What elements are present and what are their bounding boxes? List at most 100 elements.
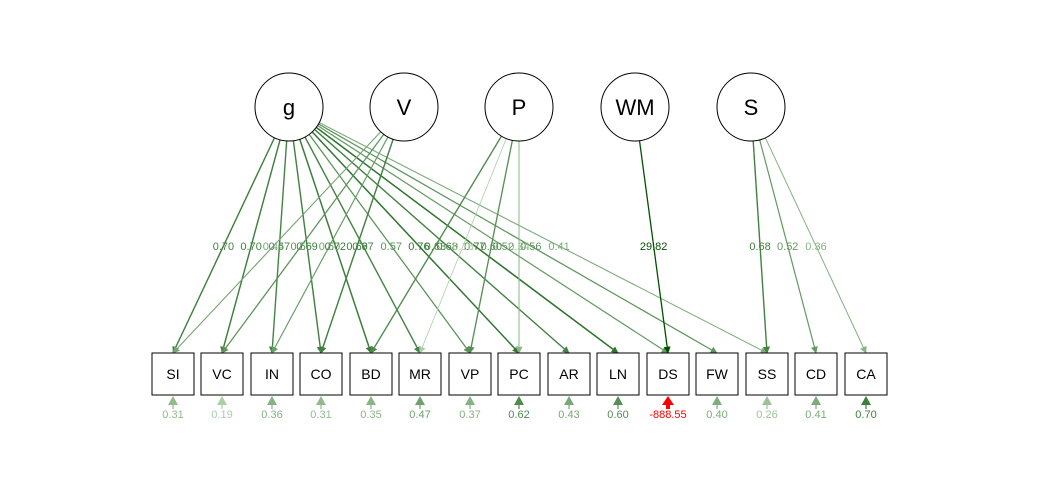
residual-arrowhead-CA [861, 396, 871, 405]
manifest-label-VP: VP [461, 366, 480, 382]
residual-value-FW: 0.40 [706, 409, 727, 421]
residual-arrowhead-SS [762, 396, 772, 405]
latent-label-g: g [283, 95, 295, 120]
loading-value-V-IN: 0.50 [319, 241, 340, 253]
manifest-node-FW: FW [695, 352, 739, 396]
loading-value-g-SI: 0.70 [213, 241, 234, 253]
loading-edge-g-SI [172, 137, 276, 354]
manifest-label-AR: AR [559, 366, 578, 382]
loading-edge-P-BD [370, 135, 503, 354]
loading-value-V-CO: 0.69 [346, 241, 367, 253]
manifest-label-DS: DS [658, 366, 677, 382]
manifest-node-CO: CO [299, 352, 343, 396]
manifest-label-SS: SS [758, 366, 777, 382]
manifest-label-CD: CD [806, 366, 826, 382]
residual-DS: -888.55 [649, 396, 687, 421]
loading-edge-V-CO [319, 138, 394, 354]
latent-node-S: S [716, 72, 786, 142]
loading-edge-V-IN [271, 136, 389, 354]
loading-value-WM-DS: 29.82 [640, 241, 668, 253]
residual-value-VC: 0.19 [211, 409, 232, 421]
residual-value-CO: 0.31 [310, 409, 331, 421]
manifest-label-CA: CA [856, 366, 876, 382]
loading-value-g-VC: 0.70 [240, 241, 261, 253]
residual-FW: 0.40 [706, 396, 728, 421]
residual-value-CD: 0.41 [805, 409, 826, 421]
residual-MR: 0.47 [409, 396, 431, 421]
manifest-node-VP: VP [448, 352, 492, 396]
manifest-label-FW: FW [706, 366, 729, 382]
loading-edges [172, 122, 867, 354]
loading-edge-g-CO [292, 140, 324, 354]
residual-value-SS: 0.26 [756, 409, 777, 421]
residual-arrowhead-DS [662, 396, 674, 405]
manifest-node-CD: CD [794, 352, 838, 396]
residual-arrowhead-PC [514, 396, 524, 405]
latent-label-V: V [397, 95, 412, 120]
residual-value-CA: 0.70 [855, 409, 876, 421]
residual-AR: 0.43 [558, 396, 580, 421]
loading-value-g-BD: 0.72 [325, 241, 346, 253]
residual-arrowhead-AR [564, 396, 574, 405]
residual-IN: 0.36 [261, 396, 283, 421]
residual-CO: 0.31 [310, 396, 332, 421]
loading-edge-S-SS [752, 140, 771, 354]
loading-value-g-CO: 0.69 [296, 241, 317, 253]
loading-value-g-AR: 0.68 [437, 241, 458, 253]
residual-value-PC: 0.62 [508, 409, 529, 421]
residual-arrowhead-CD [811, 396, 821, 405]
loading-edge-g-AR [314, 128, 570, 354]
residual-value-MR: 0.47 [409, 409, 430, 421]
residual-value-IN: 0.36 [261, 409, 282, 421]
manifest-node-LN: LN [596, 352, 640, 396]
manifest-node-BD: BD [349, 352, 393, 396]
loading-edge-g-VP [308, 134, 471, 354]
loading-edge-g-LN [315, 126, 619, 354]
residual-value-LN: 0.60 [607, 409, 628, 421]
loading-edge-g-IN [268, 140, 288, 354]
manifest-label-VC: VC [212, 366, 231, 382]
loading-value-P-VP: 0.60 [481, 241, 502, 253]
manifest-label-LN: LN [609, 366, 627, 382]
residual-BD: 0.35 [360, 396, 382, 421]
latent-label-P: P [512, 95, 527, 120]
loading-edge-V-VC [221, 133, 385, 354]
latent-node-V: V [369, 72, 439, 142]
loading-edge-g-FW [318, 123, 718, 354]
loading-edge-g-VC [220, 139, 281, 354]
loading-value-V-SI: 0.44 [263, 241, 284, 253]
manifest-node-DS: DS [646, 352, 690, 396]
residual-arrowhead-SI [168, 396, 178, 405]
loading-value-P-PC: 0.34 [508, 241, 529, 253]
loading-value-g-VP: 0.57 [381, 241, 402, 253]
latent-label-WM: WM [615, 95, 654, 120]
loading-value-g-PC: 0.76 [408, 241, 429, 253]
manifest-label-BD: BD [361, 366, 380, 382]
loading-value-S-CA: 0.36 [805, 241, 826, 253]
loading-value-V-VC: 0.56 [290, 241, 311, 253]
manifest-label-MR: MR [409, 366, 431, 382]
manifest-node-SI: SI [151, 352, 195, 396]
loading-value-P-MR: 0.18 [452, 241, 473, 253]
loading-edge-WM-DS [638, 140, 671, 354]
loading-value-P-BD: 0.63 [425, 241, 446, 253]
latent-node-g: g [254, 72, 324, 142]
loading-edge-S-CD [759, 139, 818, 354]
residual-arrowhead-FW [712, 396, 722, 405]
loading-edge-V-SI [172, 131, 382, 354]
loading-edge-P-VP [467, 140, 514, 354]
manifest-node-SS: SS [745, 352, 789, 396]
residual-value-VP: 0.37 [459, 409, 480, 421]
manifest-node-CA: CA [844, 352, 888, 396]
latent-node-WM: WM [600, 72, 670, 142]
residual-LN: 0.60 [607, 396, 629, 421]
loading-value-g-DS: 0.52 [492, 241, 513, 253]
residual-arrowhead-MR [415, 396, 425, 405]
loading-edge-g-BD [299, 139, 373, 354]
latent-node-P: P [484, 72, 554, 142]
manifest-node-MR: MR [398, 352, 442, 396]
loading-value-S-SS: 0.68 [749, 241, 770, 253]
